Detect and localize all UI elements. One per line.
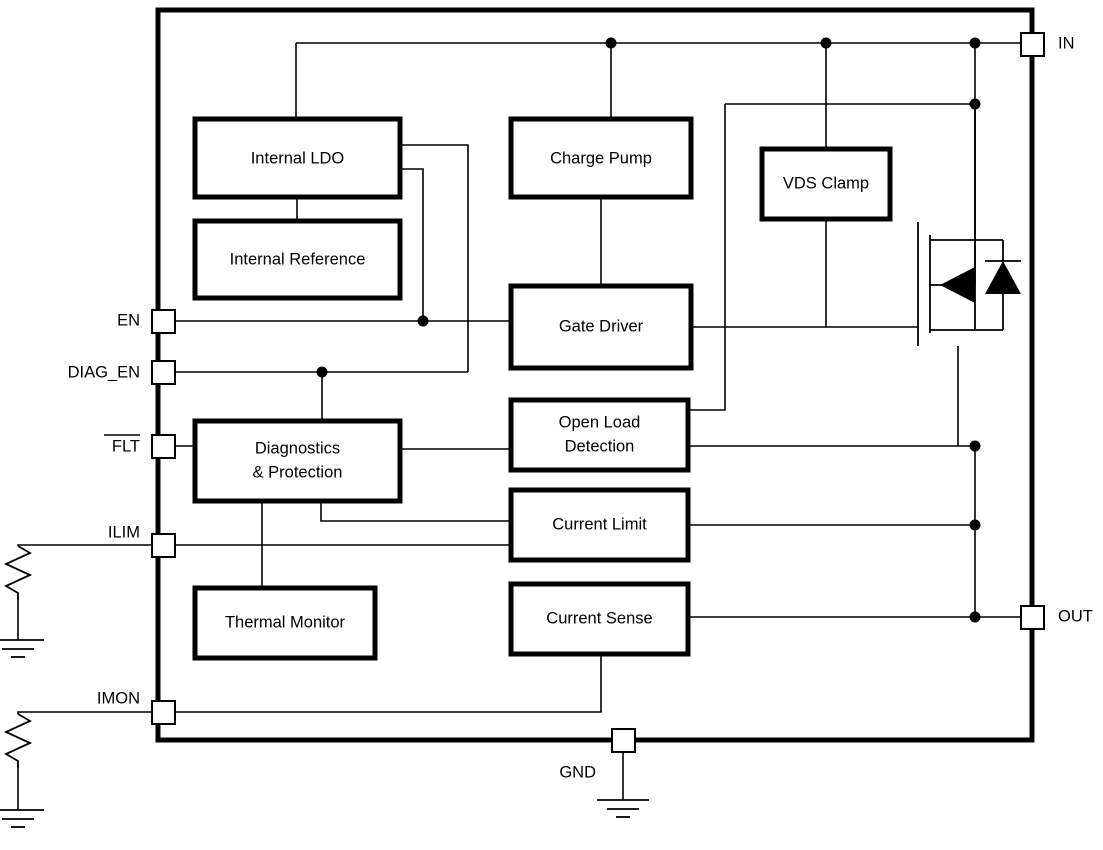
block-open-load-detection[interactable]: Open Load Detection [508, 397, 691, 473]
block-open-load-detection-label-line2: Detection [565, 437, 635, 455]
junction-dot-diag-drop [316, 366, 328, 378]
power-mosfet-symbol [917, 104, 1021, 346]
block-thermal-monitor[interactable]: Thermal Monitor [192, 585, 378, 661]
blocks-group: Internal LDO Internal Reference Charge P… [192, 116, 893, 661]
junction-dot-out-ilim [969, 519, 981, 531]
junction-dot-out-open [969, 440, 981, 452]
pin-label-ilim: ILIM [108, 523, 140, 541]
block-thermal-monitor-label: Thermal Monitor [225, 613, 346, 631]
block-internal-ldo-label: Internal LDO [251, 149, 345, 167]
wire-imon-external [17, 711, 158, 714]
wire-open-load-to-in-rail [688, 104, 726, 411]
pin-labels-group: IN OUT EN DIAG_EN FLT ILIM IMON GND [68, 34, 1093, 781]
junction-dots-group [316, 37, 981, 623]
block-internal-ldo[interactable]: Internal LDO [192, 116, 403, 200]
pin-label-in: IN [1058, 34, 1075, 52]
pin-box-in[interactable] [1020, 32, 1045, 57]
body-diode-triangle [985, 261, 1021, 294]
imon-ground-symbol [0, 809, 44, 828]
block-current-sense-label: Current Sense [546, 609, 652, 627]
mosfet-channel-arrow [940, 267, 975, 303]
junction-dot-in-mid [969, 98, 981, 110]
block-current-limit[interactable]: Current Limit [508, 487, 691, 563]
junction-dot-in-top-1 [605, 37, 617, 49]
block-open-load-detection-label-line1: Open Load [559, 413, 641, 431]
pin-box-flt[interactable] [151, 434, 176, 459]
block-diagnostics-protection-rect[interactable] [192, 418, 403, 504]
block-internal-reference-label: Internal Reference [230, 250, 366, 268]
wire-group [17, 42, 1032, 810]
pin-box-diag-en[interactable] [151, 360, 176, 385]
imon-resistor-symbol [3, 713, 33, 768]
block-thermal-monitor-rect[interactable] [192, 585, 378, 661]
pin-label-flt: FLT [112, 437, 140, 455]
block-charge-pump[interactable]: Charge Pump [508, 116, 694, 200]
wire-ldo-to-diag-rail [400, 144, 469, 372]
gnd-ground-symbol [597, 799, 649, 818]
block-gate-driver-rect[interactable] [508, 283, 694, 371]
block-current-limit-label: Current Limit [552, 515, 647, 533]
block-charge-pump-label: Charge Pump [550, 149, 652, 167]
pin-label-en: EN [117, 311, 140, 329]
block-vds-clamp-label: VDS Clamp [783, 174, 869, 192]
ilim-ground-symbol [0, 639, 44, 658]
pin-label-diag-en: DIAG_EN [68, 363, 140, 381]
block-vds-clamp-rect[interactable] [759, 146, 893, 222]
block-internal-reference[interactable]: Internal Reference [192, 218, 403, 301]
junction-dot-en-ldo [417, 315, 429, 327]
block-gate-driver[interactable]: Gate Driver [508, 283, 694, 371]
junction-dot-out-sense [969, 611, 981, 623]
wire-current-sense-to-imon [170, 654, 602, 713]
ilim-resistor-symbol [3, 545, 33, 600]
block-internal-reference-rect[interactable] [192, 218, 403, 301]
junction-dot-in-top-2 [820, 37, 832, 49]
block-diagnostics-protection-label-line2: & Protection [253, 463, 343, 481]
wire-diagnostics-to-current-limit [320, 501, 511, 522]
pin-box-gnd[interactable] [611, 728, 636, 753]
block-open-load-detection-rect[interactable] [508, 397, 691, 473]
wire-ldo-to-en-rail [400, 168, 424, 321]
block-vds-clamp[interactable]: VDS Clamp [759, 146, 893, 222]
external-components-group [0, 545, 649, 828]
block-gate-driver-label: Gate Driver [559, 317, 644, 335]
pins-group [151, 32, 1045, 753]
pin-box-en[interactable] [151, 309, 176, 334]
block-charge-pump-rect[interactable] [508, 116, 694, 200]
pin-label-gnd: GND [559, 763, 596, 781]
pin-box-imon[interactable] [151, 700, 176, 725]
pin-box-ilim[interactable] [151, 533, 176, 558]
block-current-sense[interactable]: Current Sense [508, 581, 691, 657]
pin-label-imon: IMON [97, 689, 140, 707]
wire-ilim-external [17, 544, 158, 546]
junction-dot-in-top-3 [969, 37, 981, 49]
block-internal-ldo-rect[interactable] [192, 116, 403, 200]
block-diagnostics-protection[interactable]: Diagnostics & Protection [192, 418, 403, 504]
block-current-sense-rect[interactable] [508, 581, 691, 657]
pin-label-out: OUT [1058, 607, 1093, 625]
block-diagnostics-protection-label-line1: Diagnostics [255, 439, 340, 457]
pin-box-out[interactable] [1020, 605, 1045, 630]
block-current-limit-rect[interactable] [508, 487, 691, 563]
